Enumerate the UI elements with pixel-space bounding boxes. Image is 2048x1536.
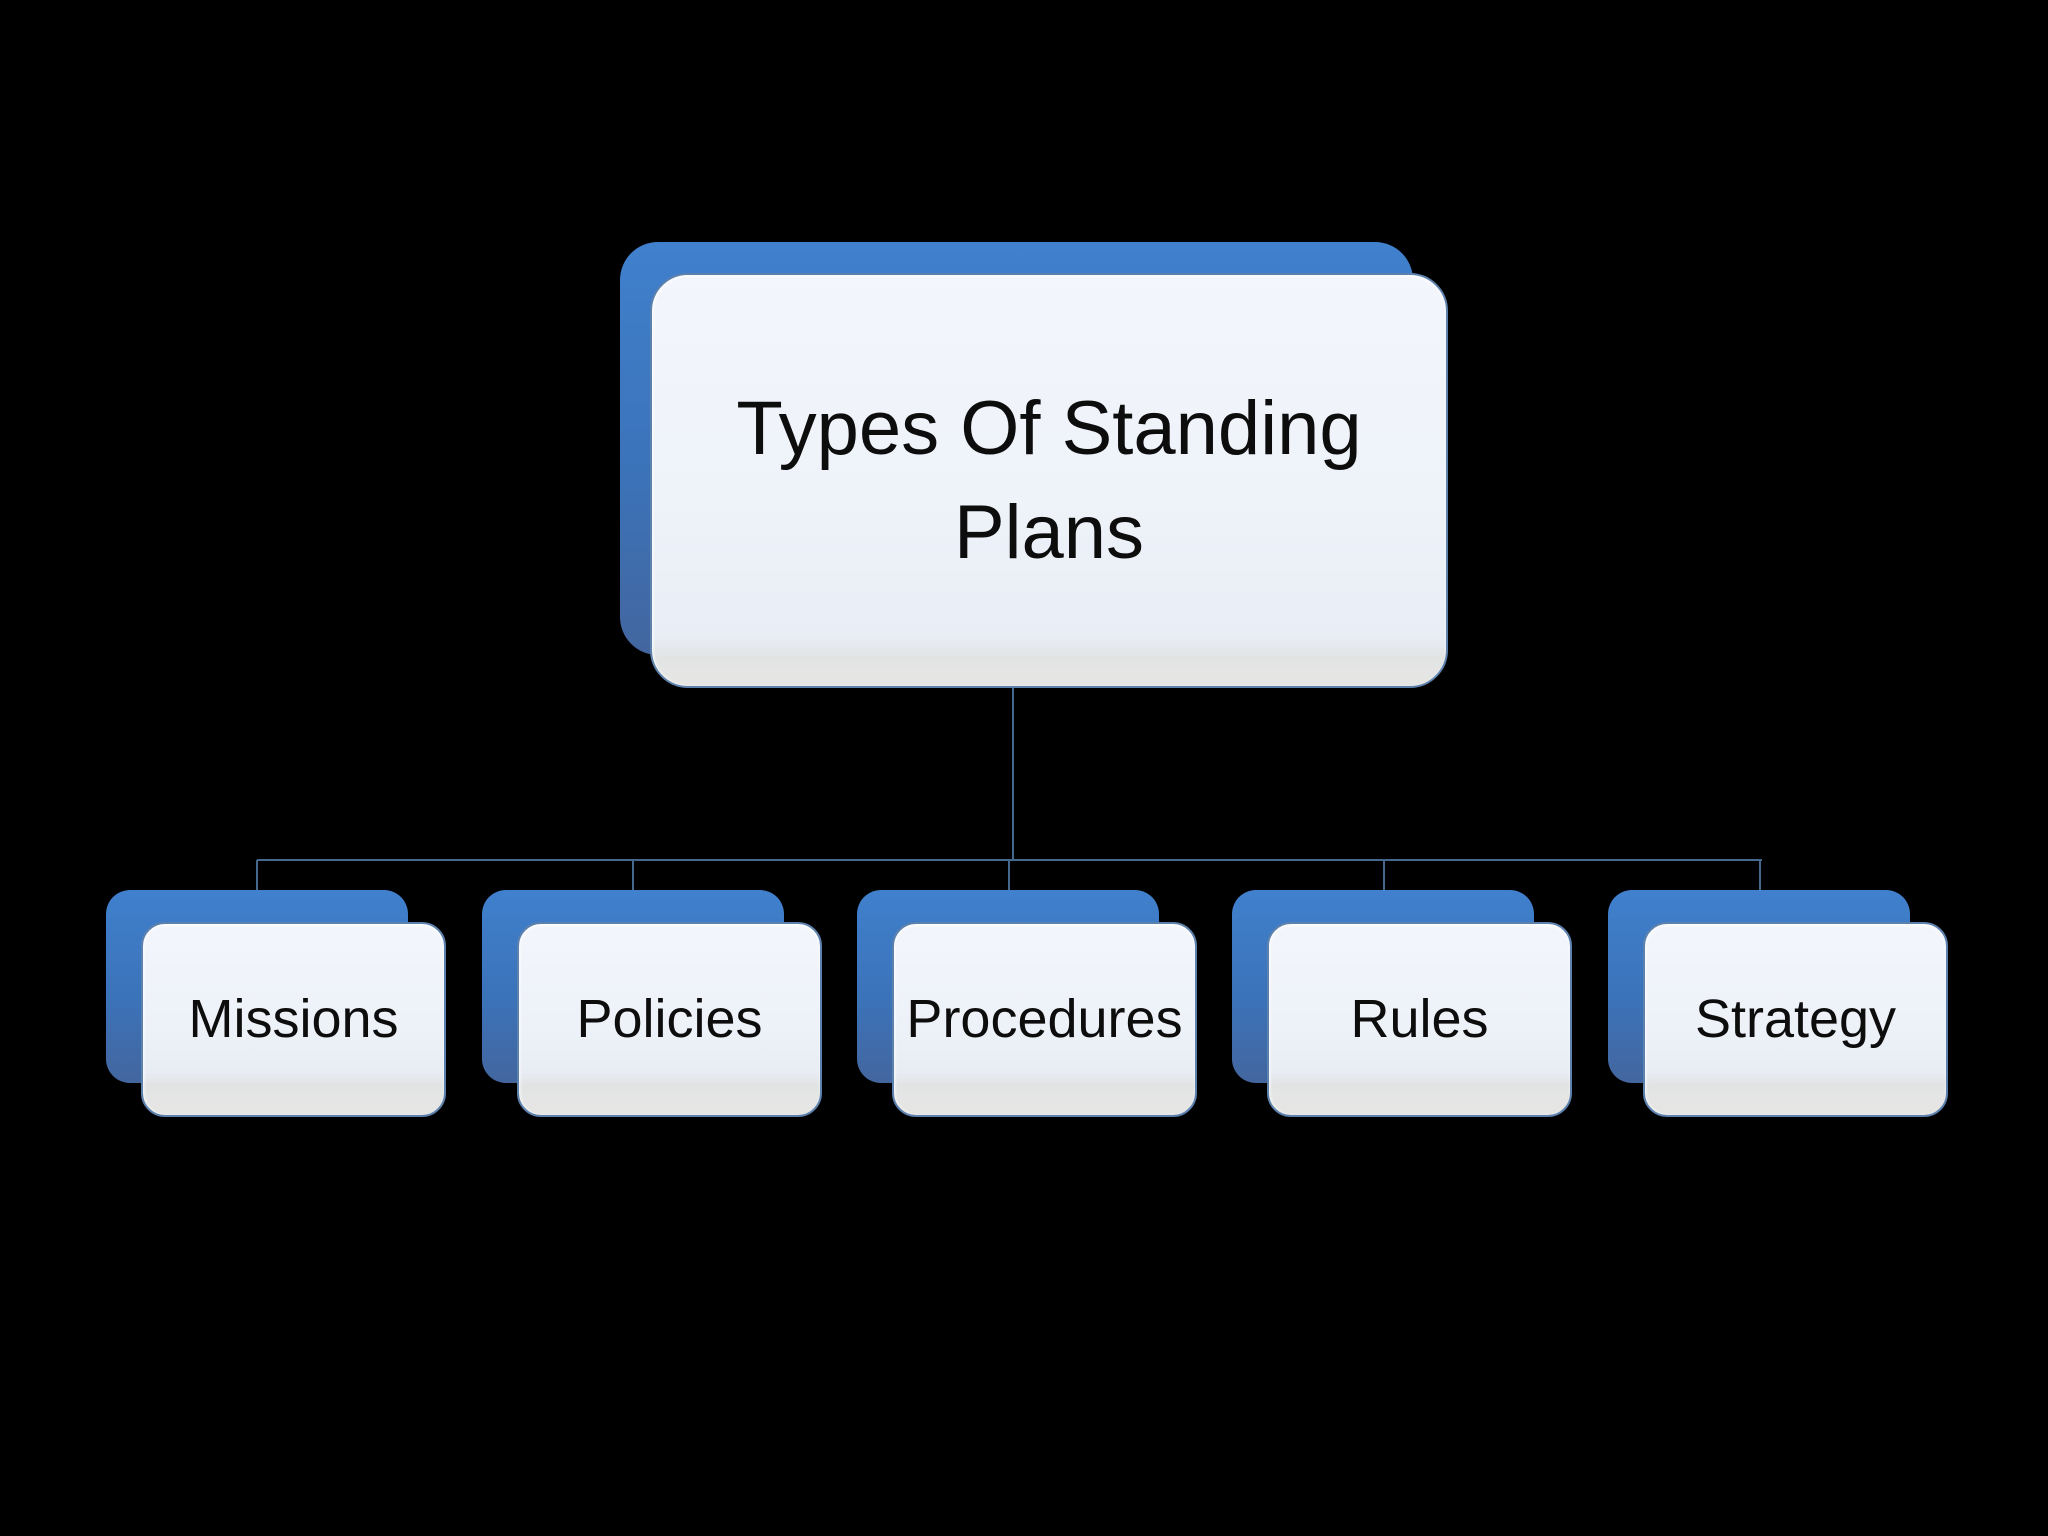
node-policies-box: Policies <box>517 922 822 1117</box>
node-rules: Rules <box>1232 890 1574 1117</box>
node-root: Types Of Standing Plans <box>620 242 1450 688</box>
node-rules-box: Rules <box>1267 922 1572 1117</box>
node-strategy-box: Strategy <box>1643 922 1948 1117</box>
node-policies: Policies <box>482 890 824 1117</box>
connector-stub-strategy <box>1759 860 1761 891</box>
node-missions: Missions <box>106 890 448 1117</box>
node-missions-box: Missions <box>141 922 446 1117</box>
connector-stub-rules <box>1383 860 1385 891</box>
node-strategy-label: Strategy <box>1694 988 1897 1049</box>
connector-root-vertical <box>1012 688 1014 860</box>
node-root-box: Types Of Standing Plans <box>650 273 1448 688</box>
connector-stub-procedures <box>1008 860 1010 891</box>
connector-stub-policies <box>632 860 634 891</box>
node-missions-label: Missions <box>188 988 399 1049</box>
node-rules-label: Rules <box>1350 988 1489 1049</box>
node-procedures-box: Procedures <box>892 922 1197 1117</box>
node-strategy: Strategy <box>1608 890 1950 1117</box>
node-procedures-label: Procedures <box>906 988 1183 1049</box>
connector-stub-missions <box>256 860 258 891</box>
node-policies-label: Policies <box>576 988 763 1049</box>
node-root-label: Types Of Standing Plans <box>736 386 1362 575</box>
node-procedures: Procedures <box>857 890 1199 1117</box>
